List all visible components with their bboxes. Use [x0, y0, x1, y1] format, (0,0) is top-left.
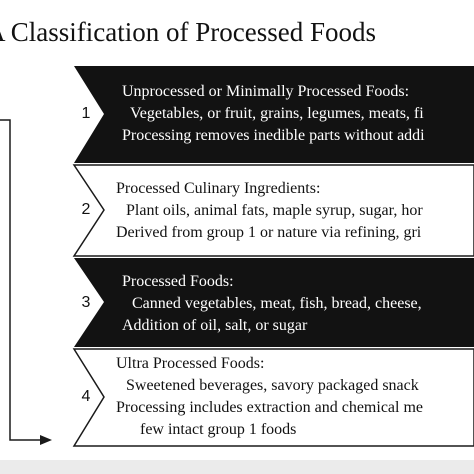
group-3-number: 3 — [81, 294, 91, 311]
diagram-title: VA Classification of Processed Foods — [0, 17, 376, 47]
group-2-examples: Plant oils, animal fats, maple syrup, su… — [126, 202, 423, 219]
group-1-heading: Unprocessed or Minimally Processed Foods… — [122, 83, 410, 100]
footer-band — [0, 460, 474, 474]
group-1-description: Processing removes inedible parts withou… — [122, 127, 425, 144]
group-1-chevron — [74, 66, 474, 163]
group-4-examples: Sweetened beverages, savory packaged sna… — [126, 377, 419, 394]
group-4-heading: Ultra Processed Foods: — [116, 355, 265, 372]
group-2-number: 2 — [81, 201, 91, 218]
group-4-description-continued: few intact group 1 foods — [140, 421, 297, 438]
left-bracket-arrowhead — [40, 435, 52, 445]
left-bracket-line — [0, 119, 40, 441]
group-4-chevron — [72, 348, 474, 447]
group-2-description: Derived from group 1 or nature via refin… — [116, 224, 422, 241]
group-1-examples: Vegetables, or fruit, grains, legumes, m… — [130, 105, 424, 122]
group-3-chevron — [74, 258, 474, 347]
group-2-chevron — [72, 164, 474, 257]
group-3-description: Addition of oil, salt, or sugar — [122, 317, 308, 334]
group-1-number: 1 — [81, 105, 91, 122]
group-4-description: Processing includes extraction and chemi… — [116, 399, 424, 416]
group-2-heading: Processed Culinary Ingredients: — [116, 180, 321, 197]
group-4-number: 4 — [81, 388, 91, 405]
group-3-heading: Processed Foods: — [122, 273, 234, 290]
group-3-examples: Canned vegetables, meat, fish, bread, ch… — [132, 295, 422, 312]
